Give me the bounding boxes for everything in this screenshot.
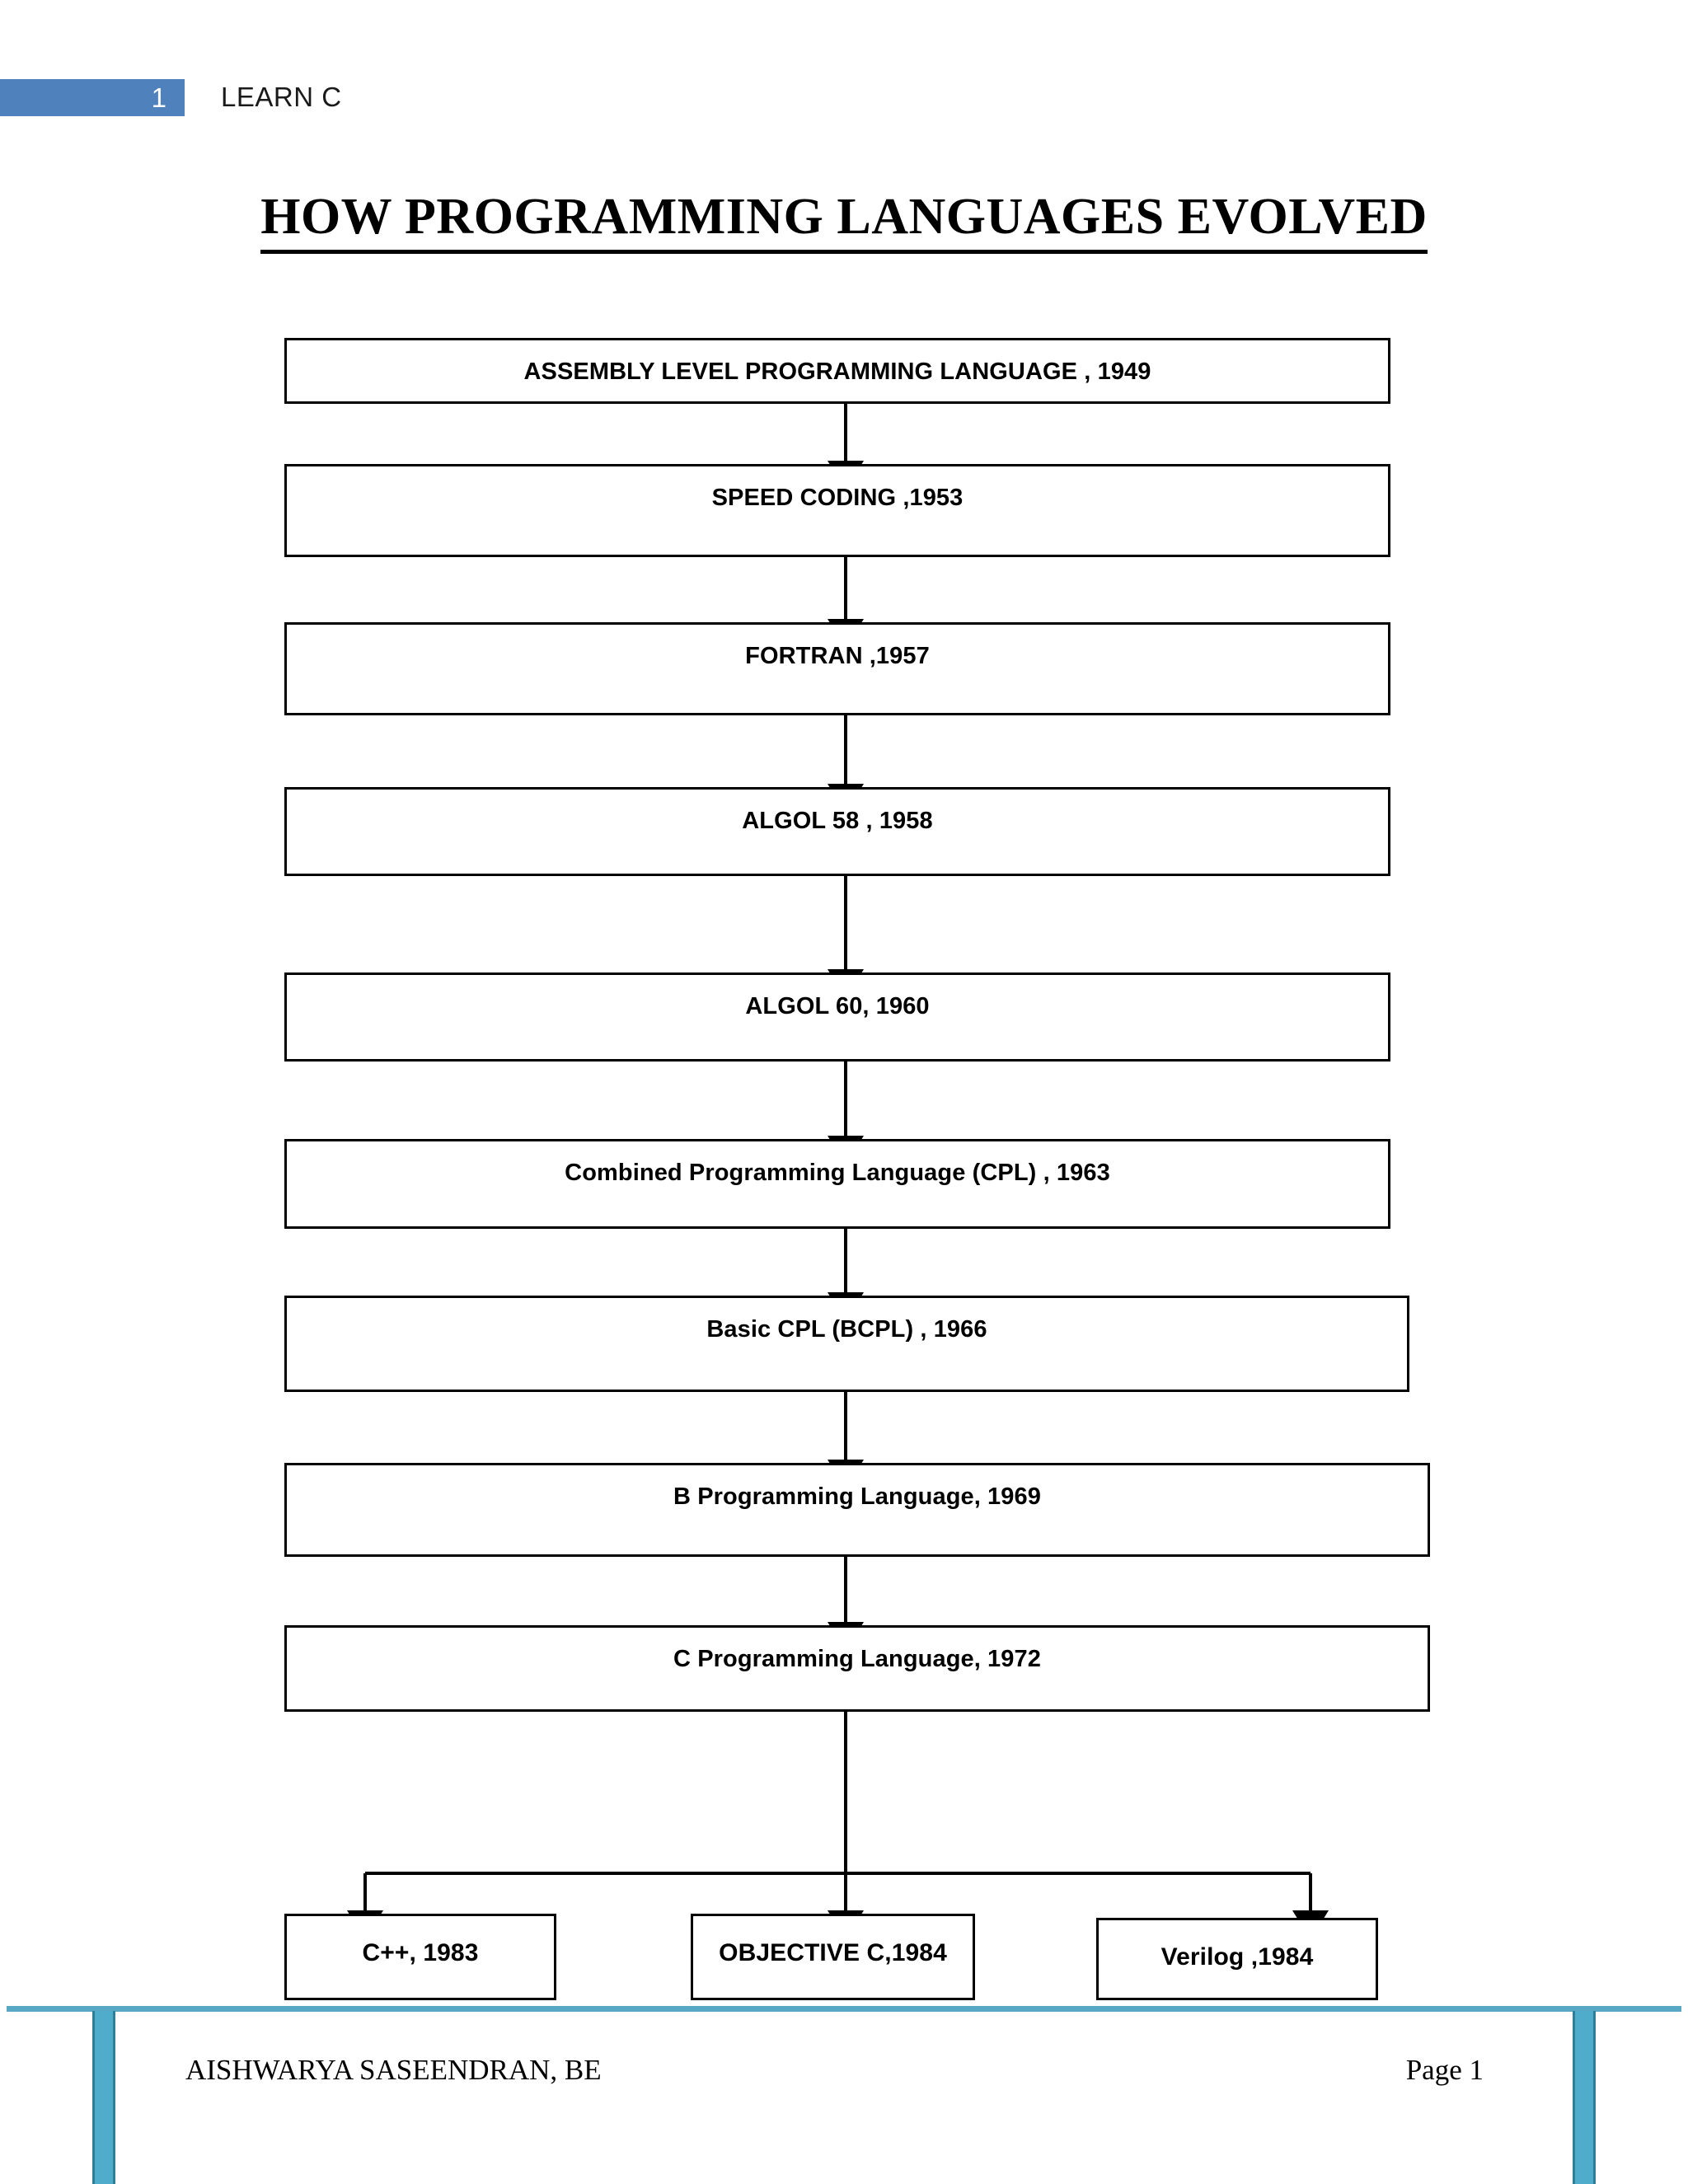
page-title: HOW PROGRAMMING LANGUAGES EVOLVED bbox=[0, 188, 1688, 254]
flow-node-label: ALGOL 60, 1960 bbox=[745, 993, 930, 1019]
flow-node-assembly[interactable]: ASSEMBLY LEVEL PROGRAMMING LANGUAGE , 19… bbox=[284, 338, 1390, 404]
header-page-number: 1 bbox=[151, 82, 166, 113]
flow-node-verilog[interactable]: Verilog ,1984 bbox=[1096, 1918, 1378, 2000]
flow-node-label: FORTRAN ,1957 bbox=[745, 643, 930, 669]
header-page-marker-bar: 1 bbox=[0, 79, 185, 116]
flow-node-label: C++, 1983 bbox=[362, 1939, 479, 1966]
flow-node-label: C Programming Language, 1972 bbox=[673, 1646, 1041, 1672]
flow-node-cpl[interactable]: Combined Programming Language (CPL) , 19… bbox=[284, 1139, 1390, 1229]
flow-node-fortran[interactable]: FORTRAN ,1957 bbox=[284, 622, 1390, 715]
footer-right-accent-bar bbox=[1573, 2011, 1596, 2184]
flow-node-label: Verilog ,1984 bbox=[1160, 1943, 1314, 1971]
footer-left-accent-bar bbox=[92, 2011, 115, 2184]
flow-node-label: Combined Programming Language (CPL) , 19… bbox=[565, 1160, 1110, 1186]
flow-node-c[interactable]: C Programming Language, 1972 bbox=[284, 1625, 1430, 1712]
flow-node-label: ALGOL 58 , 1958 bbox=[742, 808, 933, 834]
flow-node-objc[interactable]: OBJECTIVE C,1984 bbox=[691, 1914, 975, 2000]
flow-node-speedcoding[interactable]: SPEED CODING ,1953 bbox=[284, 464, 1390, 557]
flow-node-label: Basic CPL (BCPL) , 1966 bbox=[706, 1316, 987, 1343]
footer-rule bbox=[7, 2006, 1681, 2012]
footer-author: AISHWARYA SASEENDRAN, BE bbox=[185, 2054, 602, 2086]
flow-node-algol60[interactable]: ALGOL 60, 1960 bbox=[284, 972, 1390, 1062]
flow-node-label: OBJECTIVE C,1984 bbox=[719, 1939, 947, 1966]
page-footer: AISHWARYA SASEENDRAN, BE Page 1 bbox=[0, 2006, 1688, 2184]
flow-node-label: SPEED CODING ,1953 bbox=[711, 485, 964, 511]
flow-node-label: ASSEMBLY LEVEL PROGRAMMING LANGUAGE , 19… bbox=[523, 359, 1151, 385]
flow-node-cpp[interactable]: C++, 1983 bbox=[284, 1914, 556, 2000]
flow-node-b[interactable]: B Programming Language, 1969 bbox=[284, 1463, 1430, 1557]
page-title-text: HOW PROGRAMMING LANGUAGES EVOLVED bbox=[260, 188, 1428, 254]
flow-node-label: B Programming Language, 1969 bbox=[673, 1483, 1041, 1510]
flow-node-algol58[interactable]: ALGOL 58 , 1958 bbox=[284, 787, 1390, 876]
header-document-label: LEARN C bbox=[221, 82, 342, 112]
flow-node-bcpl[interactable]: Basic CPL (BCPL) , 1966 bbox=[284, 1296, 1409, 1392]
page-header: 1 LEARN C bbox=[0, 79, 1688, 119]
footer-page-number: Page 1 bbox=[1405, 2054, 1484, 2086]
